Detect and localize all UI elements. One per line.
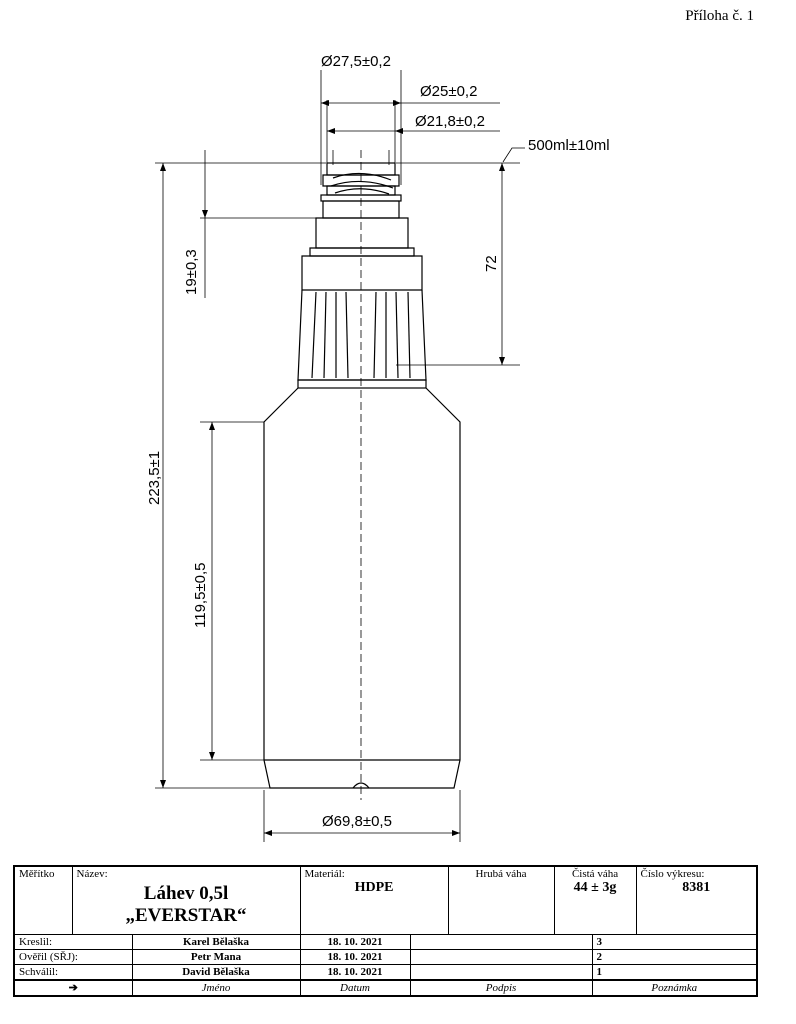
footer-row: ➔ Jméno Datum Podpis Poznámka — [13, 979, 758, 996]
material-cell: Materiál: HDPE — [299, 865, 449, 935]
footer-note: Poznámka — [591, 979, 758, 996]
gross-weight-cell: Hrubá váha — [447, 865, 555, 935]
row-role: Kreslil: — [13, 933, 133, 950]
name-label: Název: — [76, 868, 108, 880]
bottle-neck — [301, 162, 423, 291]
dim-outer-neck: Ø27,5±0,2 — [321, 53, 391, 70]
table-row: Ověřil (SŘJ): Petr Mana 18. 10. 2021 2 — [13, 948, 758, 965]
table-row: Schválil: David Bělaška 18. 10. 2021 1 — [13, 963, 758, 980]
dim-shoulder-height: 72 — [483, 255, 500, 272]
row-signature — [409, 948, 593, 965]
dim-thread: Ø25±0,2 — [420, 83, 477, 100]
row-revision: 1 — [591, 963, 758, 980]
row-role: Ověřil (SŘJ): — [13, 948, 133, 965]
footer-signature: Podpis — [409, 979, 593, 996]
dim-body-height: 119,5±0,5 — [192, 562, 209, 628]
scale-cell: Měřítko — [13, 865, 73, 935]
row-name: Petr Mana — [131, 948, 301, 965]
name-line1: Láhev 0,5l — [143, 883, 229, 904]
row-name: David Bělaška — [131, 963, 301, 980]
gross-weight-label: Hrubá váha — [475, 868, 527, 880]
row-signature — [409, 933, 593, 950]
row-name: Karel Bělaška — [131, 933, 301, 950]
dim-inner-neck: Ø21,8±0,2 — [415, 113, 485, 130]
row-date: 18. 10. 2021 — [299, 948, 411, 965]
net-weight-label: Čistá váha — [571, 868, 619, 880]
annex-label: Příloha č. 1 — [685, 8, 754, 24]
row-date: 18. 10. 2021 — [299, 963, 411, 980]
drawing-no-label: Číslo výkresu: — [640, 868, 705, 880]
dim-neck-height: 19±0,3 — [183, 249, 200, 295]
title-block: Měřítko Název: Láhev 0,5l „EVERSTAR“ Mat… — [13, 865, 759, 997]
row-signature — [409, 963, 593, 980]
drawing-no-cell: Číslo výkresu: 8381 — [635, 865, 758, 935]
name-cell: Název: Láhev 0,5l „EVERSTAR“ — [71, 865, 301, 935]
bottle-shoulder — [297, 289, 427, 389]
name-line2: „EVERSTAR“ — [125, 905, 247, 926]
row-revision: 3 — [591, 933, 758, 950]
scale-label: Měřítko — [19, 868, 55, 880]
row-date: 18. 10. 2021 — [299, 933, 411, 950]
dim-volume: 500ml±10ml — [528, 137, 610, 154]
bottle-body — [263, 387, 461, 789]
table-row: Kreslil: Karel Bělaška 18. 10. 2021 3 — [13, 933, 758, 950]
net-weight-cell: Čistá váha 44 ± 3g — [553, 865, 637, 935]
row-role: Schválil: — [13, 963, 133, 980]
material-value: HDPE — [354, 880, 394, 895]
footer-date: Datum — [299, 979, 411, 996]
material-label: Materiál: — [304, 868, 345, 880]
row-revision: 2 — [591, 948, 758, 965]
bottle-drawing: Ø27,5±0,2 Ø25±0,2 Ø21,8±0,2 500ml±10ml 1… — [146, 53, 610, 842]
net-weight-value: 44 ± 3g — [573, 880, 617, 895]
drawing-no-value: 8381 — [682, 880, 711, 895]
dim-body-diameter: Ø69,8±0,5 — [322, 813, 392, 830]
arrow-icon: ➔ — [13, 979, 133, 996]
dim-total-height: 223,5±1 — [146, 451, 163, 505]
footer-name: Jméno — [131, 979, 301, 996]
